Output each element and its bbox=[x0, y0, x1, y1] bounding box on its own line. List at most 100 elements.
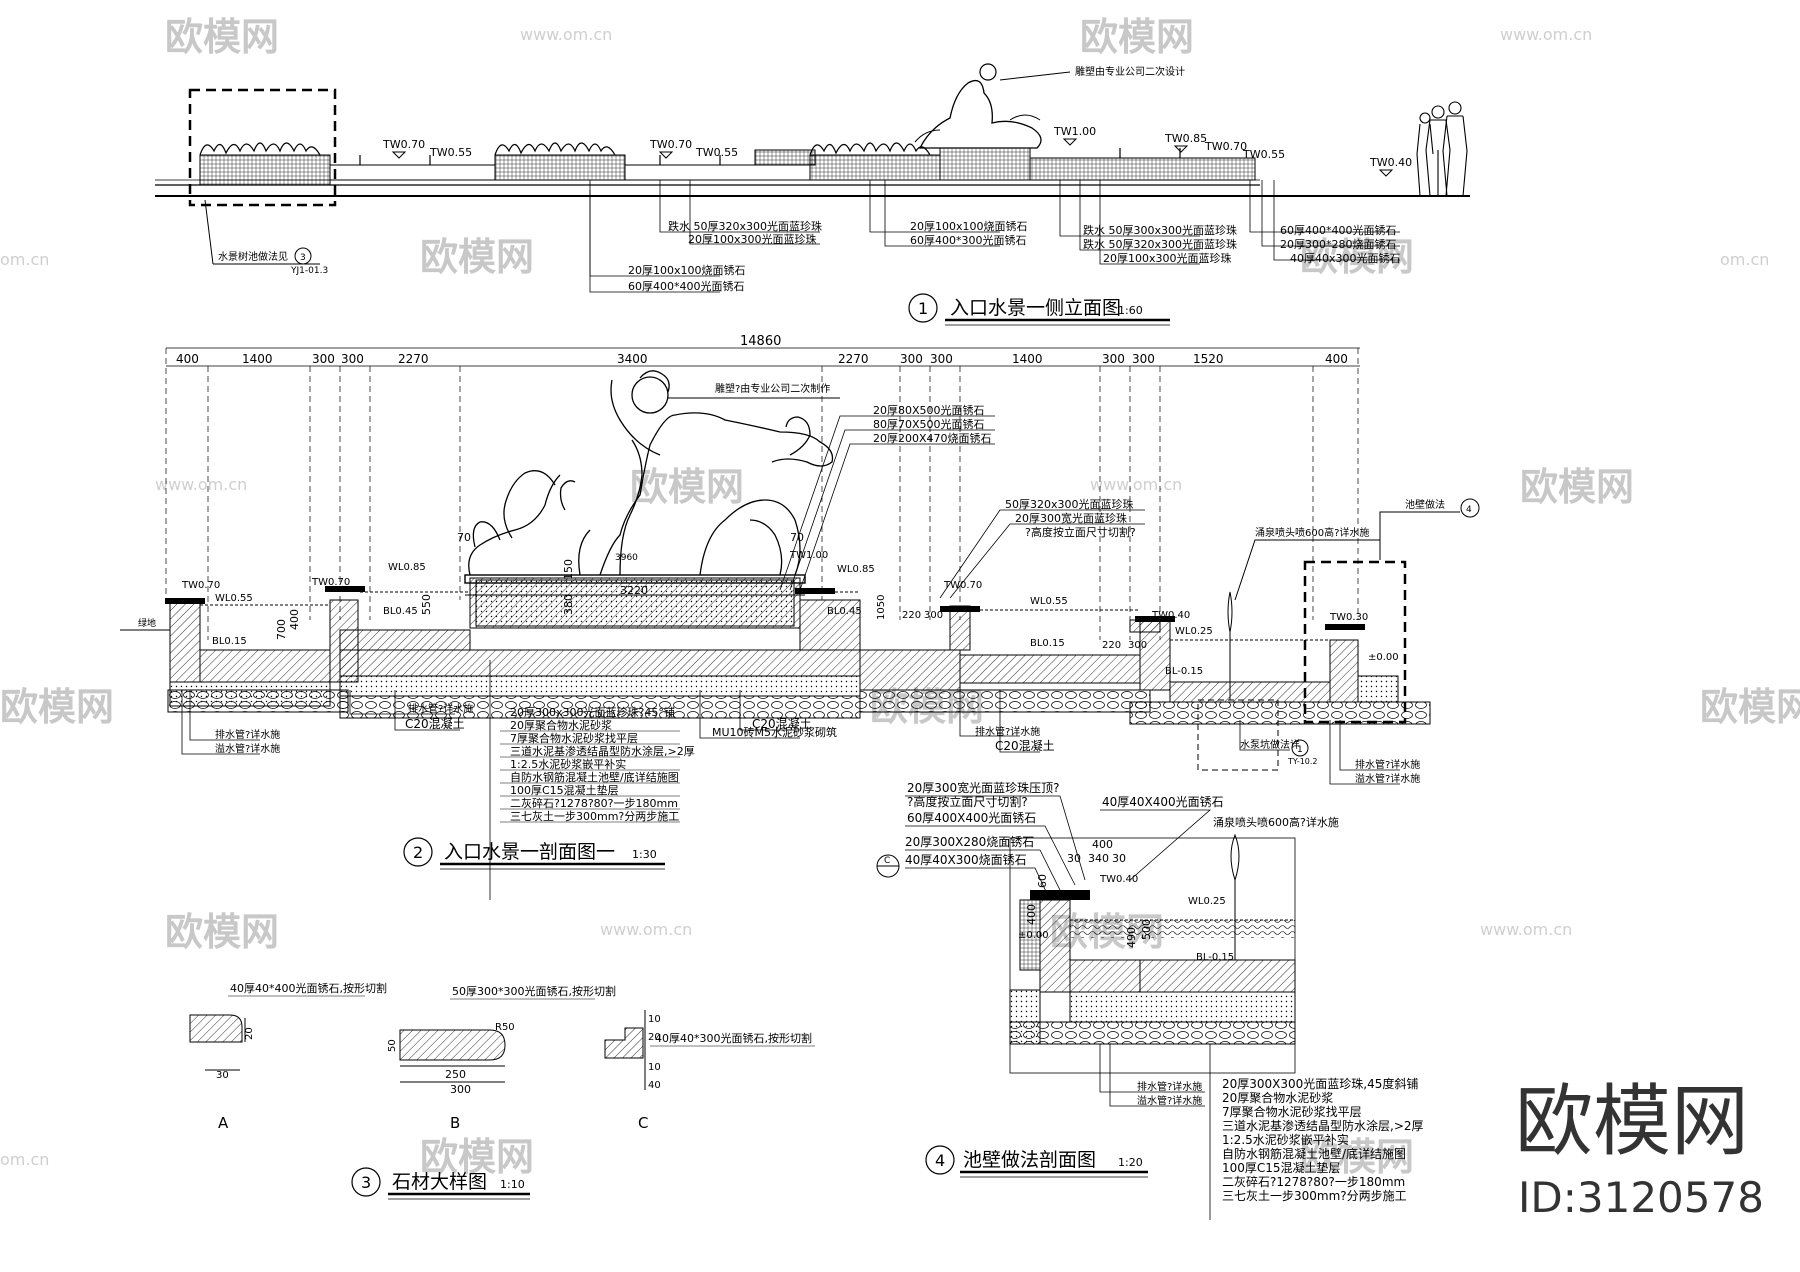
planter-box bbox=[494, 154, 626, 181]
svg-text:TW0.55: TW0.55 bbox=[1242, 148, 1285, 161]
svg-text:跌水 50厚320x300光面蓝珍珠: 跌水 50厚320x300光面蓝珍珠 bbox=[668, 219, 822, 233]
svg-text:500: 500 bbox=[1140, 919, 1153, 940]
svg-text:50厚300*300光面锈石,按形切割: 50厚300*300光面锈石,按形切割 bbox=[452, 984, 616, 998]
planter-note: 水景树池做法见 bbox=[218, 250, 288, 263]
svg-text:400: 400 bbox=[1325, 352, 1348, 366]
svg-text:?高度按立面尺寸切割?: ?高度按立面尺寸切割? bbox=[1025, 525, 1136, 539]
svg-text:400: 400 bbox=[1025, 904, 1038, 925]
drawing-title-text: 石材大样图 bbox=[392, 1171, 487, 1193]
svg-text:1:60: 1:60 bbox=[1118, 304, 1143, 317]
svg-text:20厚300X300光面蓝珍珠,45度斜铺: 20厚300X300光面蓝珍珠,45度斜铺 bbox=[1222, 1076, 1418, 1091]
svg-text:C20混凝土: C20混凝土 bbox=[995, 738, 1055, 753]
svg-text:1: 1 bbox=[918, 299, 928, 318]
fountain-jet bbox=[1227, 591, 1233, 700]
svg-text:池壁做法: 池壁做法 bbox=[1405, 498, 1445, 511]
svg-text:20厚300X280烧面锈石: 20厚300X280烧面锈石 bbox=[905, 835, 1034, 849]
svg-text:20: 20 bbox=[648, 1032, 661, 1043]
svg-text:20厚聚合物水泥砂浆: 20厚聚合物水泥砂浆 bbox=[510, 718, 612, 732]
svg-text:40厚40X400光面锈石: 40厚40X400光面锈石 bbox=[1102, 795, 1224, 809]
svg-text:100厚C15混凝土垫层: 100厚C15混凝土垫层 bbox=[1222, 1160, 1341, 1175]
section-drawing: 14860 400 1400 300 300 2270 3400 2270 30… bbox=[120, 334, 1480, 900]
svg-text:100厚C15混凝土垫层: 100厚C15混凝土垫层 bbox=[510, 783, 619, 797]
svg-text:TW0.30: TW0.30 bbox=[1329, 612, 1368, 623]
svg-text:20厚100x300光面蓝珍珠: 20厚100x300光面蓝珍珠 bbox=[688, 232, 817, 246]
watermark-url: www.om.cn bbox=[520, 25, 612, 44]
stone-detail-c: 40厚40*300光面锈石,按形切割 10 20 10 40 C bbox=[604, 1010, 815, 1132]
svg-text:TW0.70: TW0.70 bbox=[382, 138, 425, 151]
svg-text:220: 220 bbox=[1102, 640, 1121, 651]
svg-text:1400: 1400 bbox=[1012, 352, 1043, 366]
watermark-brand: 欧模网 bbox=[420, 235, 534, 279]
svg-text:30: 30 bbox=[216, 1070, 229, 1081]
svg-text:溢水管?详水施: 溢水管?详水施 bbox=[1355, 772, 1420, 785]
svg-text:1:20: 1:20 bbox=[1118, 1156, 1143, 1169]
svg-text:TY-10.2: TY-10.2 bbox=[1287, 757, 1318, 766]
svg-text:150: 150 bbox=[562, 559, 575, 580]
svg-text:BL-0.15: BL-0.15 bbox=[1196, 952, 1234, 963]
svg-text:60厚400*300光面锈石: 60厚400*300光面锈石 bbox=[910, 233, 1027, 247]
svg-text:30: 30 bbox=[1112, 852, 1126, 865]
svg-text:300: 300 bbox=[900, 352, 923, 366]
section-mid-callouts: 50厚320x300光面蓝珍珠 20厚300宽光面蓝珍珠 ?高度按立面尺寸切割? bbox=[1005, 497, 1136, 539]
svg-text:20厚100x100烧面锈石: 20厚100x100烧面锈石 bbox=[628, 264, 746, 277]
pump-pit bbox=[1197, 699, 1279, 771]
watermark-url: om.cn bbox=[0, 1150, 49, 1169]
svg-text:700: 700 bbox=[275, 619, 288, 640]
section-top-callouts: 20厚80X500光面锈石 80厚70X500光面锈石 20厚200X470烧面… bbox=[873, 403, 992, 445]
drawing-title-3: 3 石材大样图 1:10 bbox=[351, 1167, 530, 1200]
svg-text:WL0.25: WL0.25 bbox=[1188, 896, 1226, 907]
svg-text:WL0.55: WL0.55 bbox=[215, 593, 253, 604]
svg-text:1520: 1520 bbox=[1193, 352, 1224, 366]
planter-box bbox=[809, 154, 941, 181]
svg-text:1:10: 1:10 bbox=[500, 1178, 525, 1191]
svg-text:WL0.25: WL0.25 bbox=[1175, 626, 1213, 637]
svg-text:3: 3 bbox=[300, 253, 306, 263]
watermark-url: www.om.cn bbox=[1500, 25, 1592, 44]
watermark-brand: 欧模网 bbox=[165, 910, 279, 954]
svg-text:20厚300x300光面蓝珍珠?45°铺: 20厚300x300光面蓝珍珠?45°铺 bbox=[510, 705, 675, 719]
svg-text:550: 550 bbox=[420, 594, 433, 615]
svg-text:380: 380 bbox=[562, 594, 575, 615]
drawing-title-1: 1 入口水景一侧立面图 1:60 bbox=[908, 293, 1170, 326]
svg-text:±0.00: ±0.00 bbox=[1018, 930, 1049, 941]
fountain-note: 涌泉喷头喷600高?详水施 bbox=[1255, 526, 1369, 539]
svg-text:2270: 2270 bbox=[398, 352, 429, 366]
watermark-brand: 欧模网 bbox=[1080, 15, 1194, 59]
svg-text:400: 400 bbox=[1092, 838, 1113, 851]
svg-text:3960: 3960 bbox=[615, 553, 638, 563]
svg-text:40厚40*400光面锈石,按形切割: 40厚40*400光面锈石,按形切割 bbox=[230, 981, 387, 995]
svg-text:三七灰土一步300mm?分两步施工: 三七灰土一步300mm?分两步施工 bbox=[1222, 1189, 1407, 1203]
svg-text:WL0.85: WL0.85 bbox=[837, 564, 875, 575]
svg-text:绿地: 绿地 bbox=[138, 617, 156, 629]
pool-wall-drawing: 20厚300宽光面蓝珍珠压顶? ?高度按立面尺寸切割? 60厚400X400光面… bbox=[876, 780, 1424, 1220]
svg-text:300: 300 bbox=[1128, 640, 1147, 651]
svg-text:4: 4 bbox=[1466, 505, 1472, 515]
pool-wall-dims: 400 30 340 30 400 60 490 500 bbox=[1025, 838, 1153, 948]
drawing-title-2: 2 入口水景一剖面图一 1:30 bbox=[403, 837, 665, 870]
svg-text:20厚300宽光面蓝珍珠: 20厚300宽光面蓝珍珠 bbox=[1015, 511, 1127, 525]
watermark-layer: 欧模网 www.om.cn 欧模网 www.om.cn om.cn 欧模网 欧模… bbox=[0, 15, 1800, 1179]
shrub bbox=[809, 142, 931, 156]
section-dimensions: 400 1400 300 300 2270 3400 2270 300 300 … bbox=[176, 352, 1348, 366]
detail-letter: A bbox=[218, 1114, 229, 1132]
svg-text:MU10砖M5水泥砂浆砌筑: MU10砖M5水泥砂浆砌筑 bbox=[712, 725, 837, 739]
svg-text:溢水管?详水施: 溢水管?详水施 bbox=[215, 742, 280, 755]
watermark-url: www.om.cn bbox=[600, 920, 692, 939]
svg-text:C20混凝土: C20混凝土 bbox=[752, 716, 812, 731]
stone-detail-drawing: 40厚40*400光面锈石,按形切割 20 30 A 50厚300*300光面锈… bbox=[189, 981, 815, 1200]
svg-text:60厚400*400光面锈石: 60厚400*400光面锈石 bbox=[628, 279, 745, 293]
svg-text:三七灰土一步300mm?分两步施工: 三七灰土一步300mm?分两步施工 bbox=[510, 809, 679, 823]
pool-wall-levels: TW0.40 WL0.25 BL-0.15 ±0.00 bbox=[1018, 874, 1234, 963]
svg-text:TW1.00: TW1.00 bbox=[1053, 125, 1096, 138]
svg-text:YJ1-01.3: YJ1-01.3 bbox=[290, 266, 328, 276]
id-label: ID:3120578 bbox=[1518, 1173, 1764, 1222]
svg-text:BL0.15: BL0.15 bbox=[1030, 638, 1065, 649]
svg-text:20厚聚合物水泥砂浆: 20厚聚合物水泥砂浆 bbox=[1222, 1090, 1333, 1105]
svg-text:50厚320x300光面蓝珍珠: 50厚320x300光面蓝珍珠 bbox=[1005, 497, 1134, 511]
svg-text:TW0.55: TW0.55 bbox=[429, 146, 472, 159]
svg-text:7厚聚合物水泥砂浆找平层: 7厚聚合物水泥砂浆找平层 bbox=[1222, 1104, 1362, 1119]
svg-text:300: 300 bbox=[312, 352, 335, 366]
svg-text:300: 300 bbox=[450, 1083, 471, 1096]
svg-text:2270: 2270 bbox=[838, 352, 869, 366]
